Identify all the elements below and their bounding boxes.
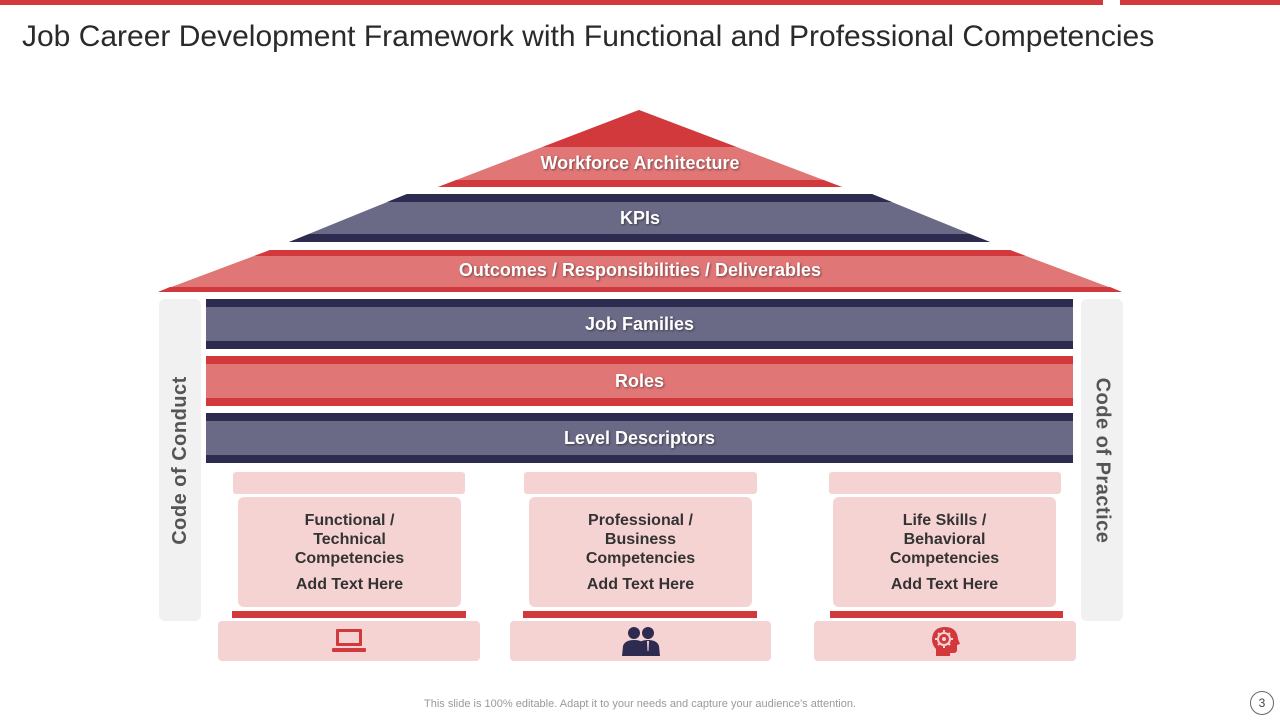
pillar-base-line — [830, 611, 1063, 618]
page-title: Job Career Development Framework with Fu… — [22, 20, 1155, 53]
roof-outcomes-tier — [158, 250, 1122, 292]
pillar-add-text: Add Text Here — [890, 575, 999, 593]
pillar-capital — [233, 472, 465, 494]
code-of-practice-label: Code of Practice — [1091, 377, 1114, 543]
pillar-title-line: Competencies — [294, 549, 405, 567]
pillar-life-skills: Life Skills / Behavioral Competencies Ad… — [833, 497, 1056, 607]
roof-top-label: Workforce Architecture — [540, 153, 740, 173]
band-roles: Roles — [206, 356, 1073, 406]
pillar-title-line: Behavioral — [903, 530, 986, 548]
pillar-add-text: Add Text Here — [295, 575, 404, 593]
top-accent-bar-right — [1120, 0, 1280, 5]
roof-graphic — [158, 110, 1122, 292]
band-roles-label: Roles — [614, 370, 665, 391]
roof-top-tier — [438, 110, 842, 187]
people-icon — [621, 627, 660, 656]
pillar-base — [814, 621, 1076, 661]
pillar-base — [218, 621, 480, 661]
top-accent-bar — [0, 0, 1103, 5]
pillar-base-line — [523, 611, 757, 618]
band-level-descriptors: Level Descriptors — [206, 413, 1073, 463]
pillar-base-line — [232, 611, 466, 618]
laptop-icon — [332, 629, 366, 652]
footer-note: This slide is 100% editable. Adapt it to… — [424, 698, 856, 710]
pillar-add-text: Add Text Here — [586, 575, 695, 593]
code-of-conduct-label: Code of Conduct — [168, 375, 191, 545]
page-number: 3 — [1250, 691, 1274, 715]
pillar-capital — [829, 472, 1061, 494]
band-level-descriptors-label: Level Descriptors — [563, 427, 716, 448]
head-gear-icon — [932, 627, 960, 656]
pillar-capital — [524, 472, 757, 494]
pillar-title-line: Competencies — [889, 549, 1000, 567]
right-side-column — [1081, 299, 1123, 621]
pillar-title-line: Professional / — [588, 511, 693, 529]
pillar-professional: Professional / Business Competencies Add… — [529, 497, 752, 607]
pillar-title-line: Functional / — [304, 511, 395, 529]
left-side-column — [159, 299, 201, 621]
pillar-title-line: Business — [604, 530, 677, 548]
pillar-title-line: Technical — [313, 530, 386, 548]
band-job-families-label: Job Families — [584, 313, 695, 334]
pillar-functional: Functional / Technical Competencies Add … — [238, 497, 461, 607]
roof-bottom-label: Outcomes / Responsibilities / Deliverabl… — [458, 260, 822, 280]
band-job-families: Job Families — [206, 299, 1073, 349]
pillar-base — [510, 621, 771, 661]
pillar-title-line: Life Skills / — [902, 511, 987, 529]
pillar-title-line: Competencies — [585, 549, 696, 567]
roof-kpi-tier — [289, 194, 990, 242]
roof-middle-label: KPIs — [619, 208, 661, 228]
